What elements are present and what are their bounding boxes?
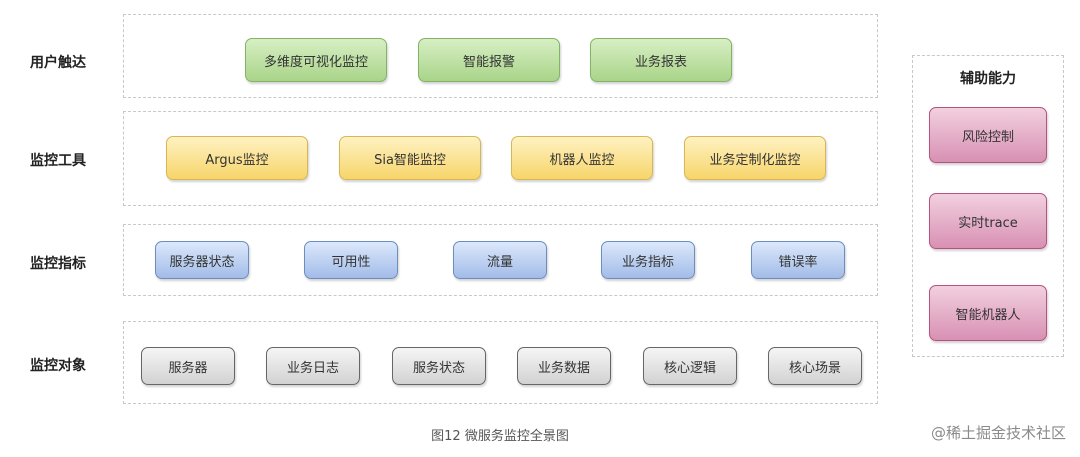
box-robot-monitor: 机器人监控 bbox=[511, 136, 653, 180]
row-label-monitor-objects: 监控对象 bbox=[30, 358, 86, 374]
row-label-monitor-tools: 监控工具 bbox=[30, 153, 86, 169]
layer-user-reach bbox=[123, 14, 878, 98]
layer-monitor-tools bbox=[123, 111, 878, 206]
box-smart-robot: 智能机器人 bbox=[929, 285, 1047, 341]
box-traffic: 流量 bbox=[453, 241, 547, 279]
side-panel-title: 辅助能力 bbox=[960, 71, 1016, 87]
box-sia-smart-monitor: Sia智能监控 bbox=[339, 136, 481, 180]
box-smart-alarm: 智能报警 bbox=[418, 38, 560, 82]
side-panel-auxiliary bbox=[912, 55, 1064, 357]
box-business-metrics: 业务指标 bbox=[601, 241, 695, 279]
row-label-monitor-metrics: 监控指标 bbox=[30, 256, 86, 272]
box-server: 服务器 bbox=[141, 347, 235, 385]
box-risk-control: 风险控制 bbox=[929, 107, 1047, 163]
watermark: @稀土掘金技术社区 bbox=[930, 424, 1066, 442]
box-business-log: 业务日志 bbox=[266, 347, 360, 385]
box-business-report: 业务报表 bbox=[590, 38, 732, 82]
box-multi-dim-visual-monitor: 多维度可视化监控 bbox=[245, 38, 387, 82]
layer-monitor-metrics bbox=[123, 224, 878, 296]
box-availability: 可用性 bbox=[304, 241, 398, 279]
row-label-user-reach: 用户触达 bbox=[30, 55, 86, 71]
box-server-status: 服务器状态 bbox=[155, 241, 249, 279]
box-service-status: 服务状态 bbox=[392, 347, 486, 385]
box-business-custom-monitor: 业务定制化监控 bbox=[684, 136, 826, 180]
box-core-scenario: 核心场景 bbox=[768, 347, 862, 385]
layer-monitor-objects bbox=[123, 321, 878, 404]
box-business-data: 业务数据 bbox=[517, 347, 611, 385]
box-realtime-trace: 实时trace bbox=[929, 193, 1047, 249]
box-argus-monitor: Argus监控 bbox=[166, 136, 308, 180]
figure-caption: 图12 微服务监控全景图 bbox=[431, 429, 569, 444]
box-error-rate: 错误率 bbox=[751, 241, 845, 279]
box-core-logic: 核心逻辑 bbox=[643, 347, 737, 385]
